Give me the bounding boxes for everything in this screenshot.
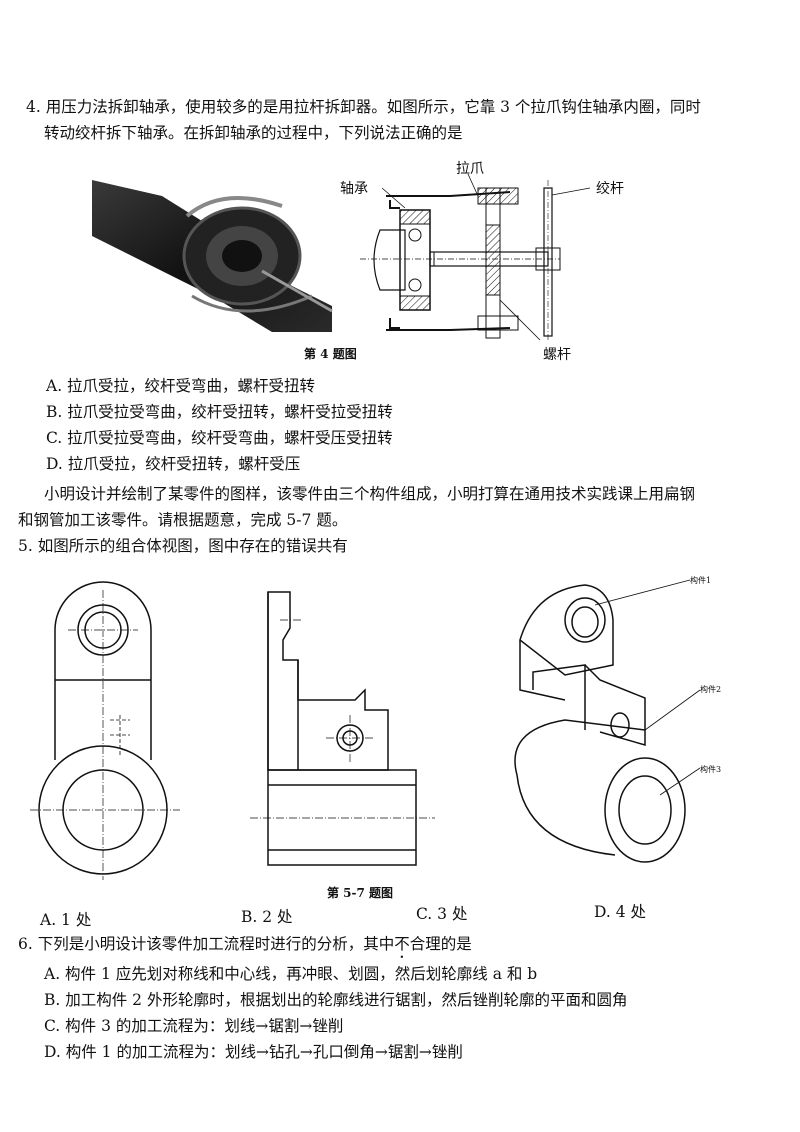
puller-diagram	[360, 173, 591, 342]
q4-option-b[interactable]: B. 拉爪受拉受弯曲，绞杆受扭转，螺杆受拉受扭转	[46, 403, 393, 421]
intro-line2: 和钢管加工该零件。请根据题意，完成 5-7 题。	[18, 511, 348, 529]
intro-line1: 小明设计并绘制了某零件的图样，该零件由三个构件组成，小明打算在通用技术实践课上用…	[44, 485, 696, 503]
q6-option-d[interactable]: D. 构件 1 的加工流程为：划线→钻孔→孔口倒角→锯割→锉削	[44, 1043, 463, 1061]
q5-option-a[interactable]: A. 1 处	[40, 911, 92, 929]
q4-figure-caption: 第 4 题图	[304, 347, 357, 361]
q5-stem: 5. 如图所示的组合体视图，图中存在的错误共有	[18, 537, 348, 555]
q5-figure-caption: 第 5-7 题图	[327, 886, 394, 900]
q6-stem-pre: 6. 下列是小明设计该零件加工流程时进行的分析，其中	[18, 935, 395, 953]
label-screw: 螺杆	[543, 347, 571, 363]
label-bearing: 轴承	[340, 181, 368, 197]
label-handle: 绞杆	[596, 181, 624, 197]
puller-photo	[92, 176, 333, 332]
q6-stem-emphasis: 不	[394, 935, 410, 953]
q4-option-a[interactable]: A. 拉爪受拉，绞杆受弯曲，螺杆受扭转	[46, 377, 316, 395]
label-claw: 拉爪	[456, 161, 484, 177]
label-part1: 构件1	[690, 576, 712, 585]
isometric-view	[514, 579, 701, 863]
q6-option-b[interactable]: B. 加工构件 2 外形轮廓时，根据划出的轮廓线进行锯割，然后锉削轮廓的平面和圆…	[44, 991, 628, 1009]
q4-option-d[interactable]: D. 拉爪受拉，绞杆受扭转，螺杆受压	[46, 455, 301, 473]
q6-option-a[interactable]: A. 构件 1 应先划对称线和中心线，再冲眼、划圆，然后划轮廓线 a 和 b	[44, 965, 538, 983]
q6-stem: 6. 下列是小明设计该零件加工流程时进行的分析，其中不合理的是	[18, 934, 472, 962]
q6-option-c[interactable]: C. 构件 3 的加工流程为：划线→锯割→锉削	[44, 1017, 344, 1035]
q4-stem-line2: 转动绞杆拆下轴承。在拆卸轴承的过程中，下列说法正确的是	[44, 124, 463, 142]
q4-stem-line1: 4. 用压力法拆卸轴承，使用较多的是用拉杆拆卸器。如图所示，它靠 3 个拉爪钩住…	[26, 98, 701, 116]
q4-option-c[interactable]: C. 拉爪受拉受弯曲，绞杆受弯曲，螺杆受压受扭转	[46, 429, 393, 447]
label-part2: 构件2	[700, 685, 722, 694]
front-view	[30, 581, 180, 880]
q5-option-c[interactable]: C. 3 处	[416, 905, 468, 923]
q5-option-b[interactable]: B. 2 处	[241, 908, 293, 926]
side-view	[250, 591, 435, 866]
label-part3: 构件3	[700, 765, 722, 774]
q6-stem-post: 合理的是	[409, 935, 472, 953]
q5-option-d[interactable]: D. 4 处	[594, 903, 647, 921]
